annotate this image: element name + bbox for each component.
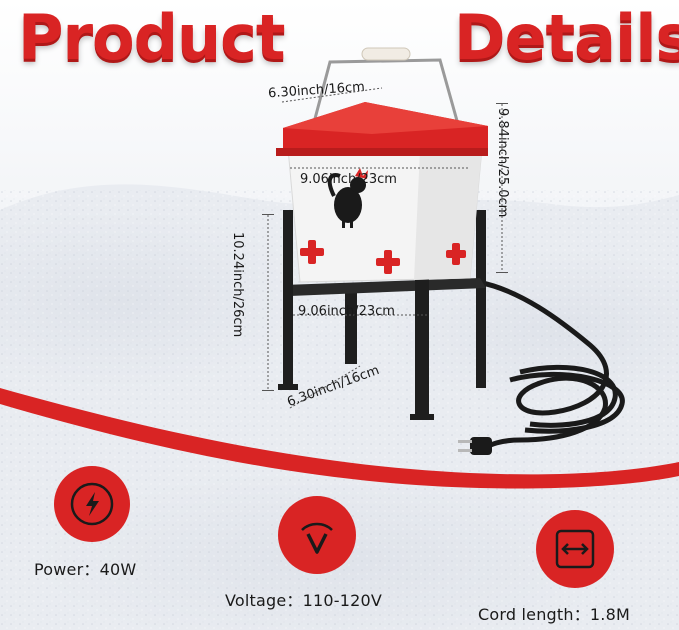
double-arrow-icon xyxy=(555,529,595,569)
cord-spec-label: Cord length：1.8M xyxy=(478,605,630,624)
voltage-spec-label: Voltage：110-120V xyxy=(225,591,383,610)
dim-body-width: 9.06inch/23cm xyxy=(300,172,397,187)
title-product: Product xyxy=(17,0,288,75)
cord-spec-circle xyxy=(536,510,614,588)
lightning-bolt-icon xyxy=(70,482,114,526)
drinker-nipples xyxy=(300,240,466,274)
dim-stand-width: 9.06inch/23cm xyxy=(298,304,395,319)
power-spec-label: Power：40W xyxy=(34,560,137,579)
power-spec-circle xyxy=(54,466,130,542)
voltage-spec-circle xyxy=(278,496,356,574)
voltage-v-icon xyxy=(301,522,333,554)
rooster-logo xyxy=(327,168,368,228)
power-cord xyxy=(475,279,609,451)
title-details: Details xyxy=(452,0,679,75)
dim-body-height: 9.84inch/25.0cm xyxy=(495,108,510,218)
plug-icon xyxy=(458,437,492,455)
dim-stand-height: 10.24inch/26cm xyxy=(230,232,245,338)
